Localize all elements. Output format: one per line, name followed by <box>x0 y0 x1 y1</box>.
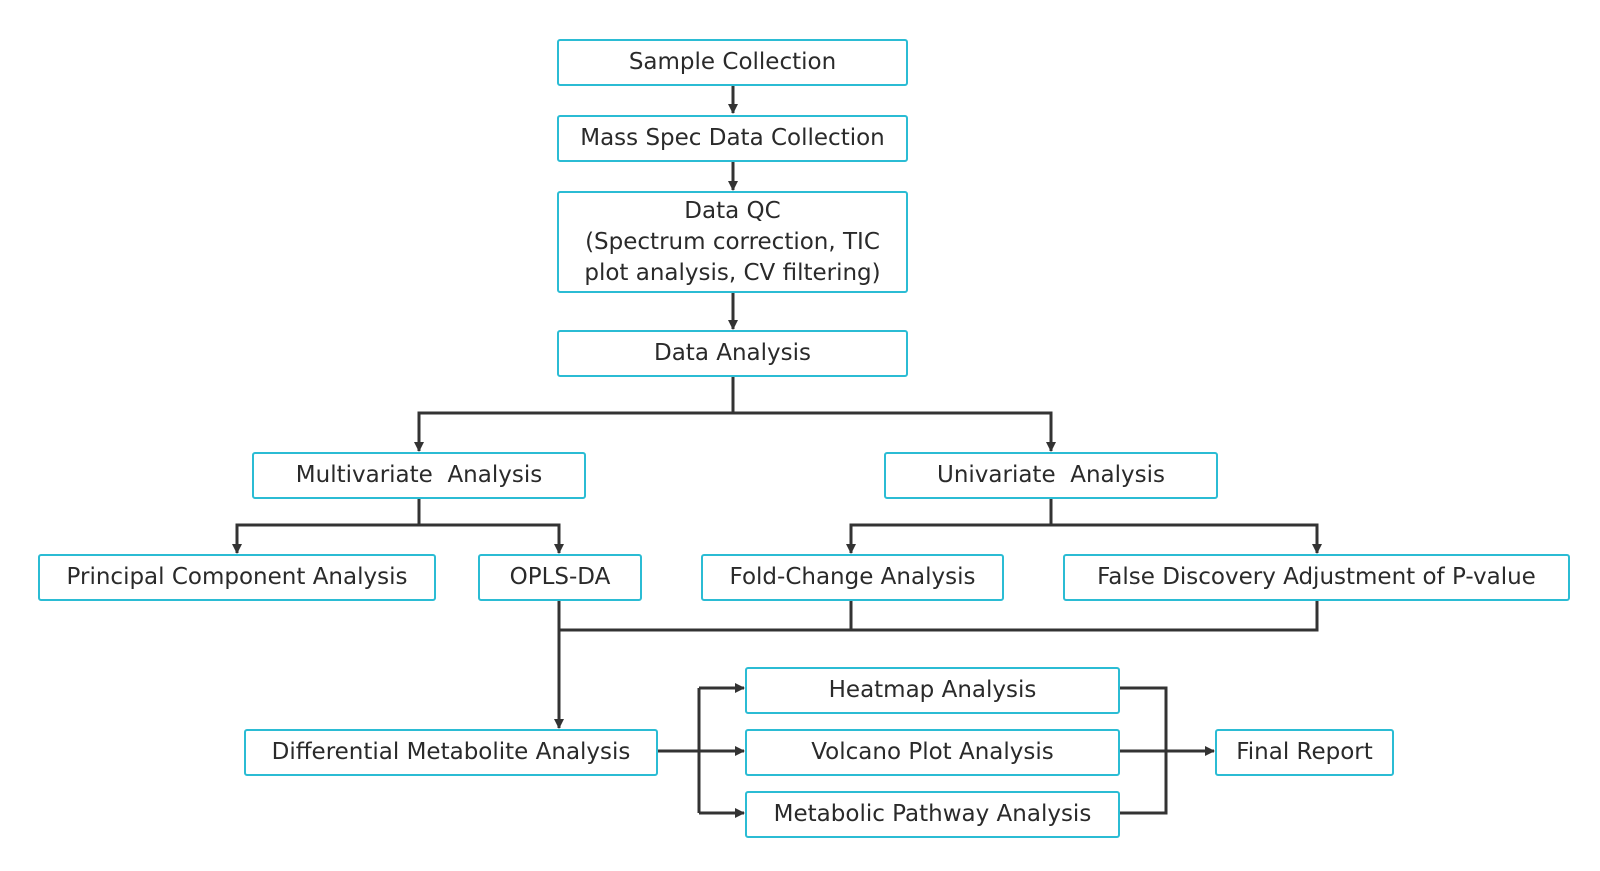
node-false-discovery-adjustment: False Discovery Adjustment of P-value <box>1063 554 1570 601</box>
node-label: Univariate Analysis <box>936 462 1165 488</box>
node-label: Volcano Plot Analysis <box>811 739 1054 765</box>
node-metabolic-pathway-analysis: Metabolic Pathway Analysis <box>745 791 1120 838</box>
node-label: Data Analysis <box>654 340 811 366</box>
connector-multivariate-to-oplsda <box>419 523 564 554</box>
node-principal-component-analysis: Principal Component Analysis <box>38 554 436 601</box>
connector-univariate-to-foldchange <box>846 498 1053 554</box>
connector-analysis-to-univariate <box>733 411 1056 452</box>
connector-univariate-to-fdr <box>1051 523 1322 554</box>
node-label: OPLS-DA <box>509 564 611 590</box>
node-fold-change-analysis: Fold-Change Analysis <box>701 554 1004 601</box>
node-volcano-plot-analysis: Volcano Plot Analysis <box>745 729 1120 776</box>
connector-analysis-split <box>414 375 735 452</box>
node-multivariate-analysis: Multivariate Analysis <box>252 452 586 499</box>
node-label: Differential Metabolite Analysis <box>271 739 631 765</box>
node-data-qc: Data QC (Spectrum correction, TIC plot a… <box>557 191 908 293</box>
node-univariate-analysis: Univariate Analysis <box>884 452 1218 499</box>
node-label: Principal Component Analysis <box>66 564 408 590</box>
node-label: Data QC (Spectrum correction, TIC plot a… <box>584 197 881 286</box>
node-heatmap-analysis: Heatmap Analysis <box>745 667 1120 714</box>
connector-multivariate-to-pca <box>232 498 421 554</box>
node-final-report: Final Report <box>1215 729 1394 776</box>
node-label: Multivariate Analysis <box>295 462 543 488</box>
node-sample-collection: Sample Collection <box>557 39 908 86</box>
node-label: Sample Collection <box>628 49 837 75</box>
node-label: Final Report <box>1236 739 1373 765</box>
node-label: False Discovery Adjustment of P-value <box>1097 564 1536 590</box>
node-label: Mass Spec Data Collection <box>580 125 885 151</box>
node-opls-da: OPLS-DA <box>478 554 642 601</box>
node-mass-spec-data-collection: Mass Spec Data Collection <box>557 115 908 162</box>
node-label: Metabolic Pathway Analysis <box>773 801 1092 827</box>
node-data-analysis: Data Analysis <box>557 330 908 377</box>
connector-merge-bar <box>559 600 1319 632</box>
node-label: Heatmap Analysis <box>828 677 1037 703</box>
node-label: Fold-Change Analysis <box>729 564 976 590</box>
node-differential-metabolite-analysis: Differential Metabolite Analysis <box>244 729 658 776</box>
